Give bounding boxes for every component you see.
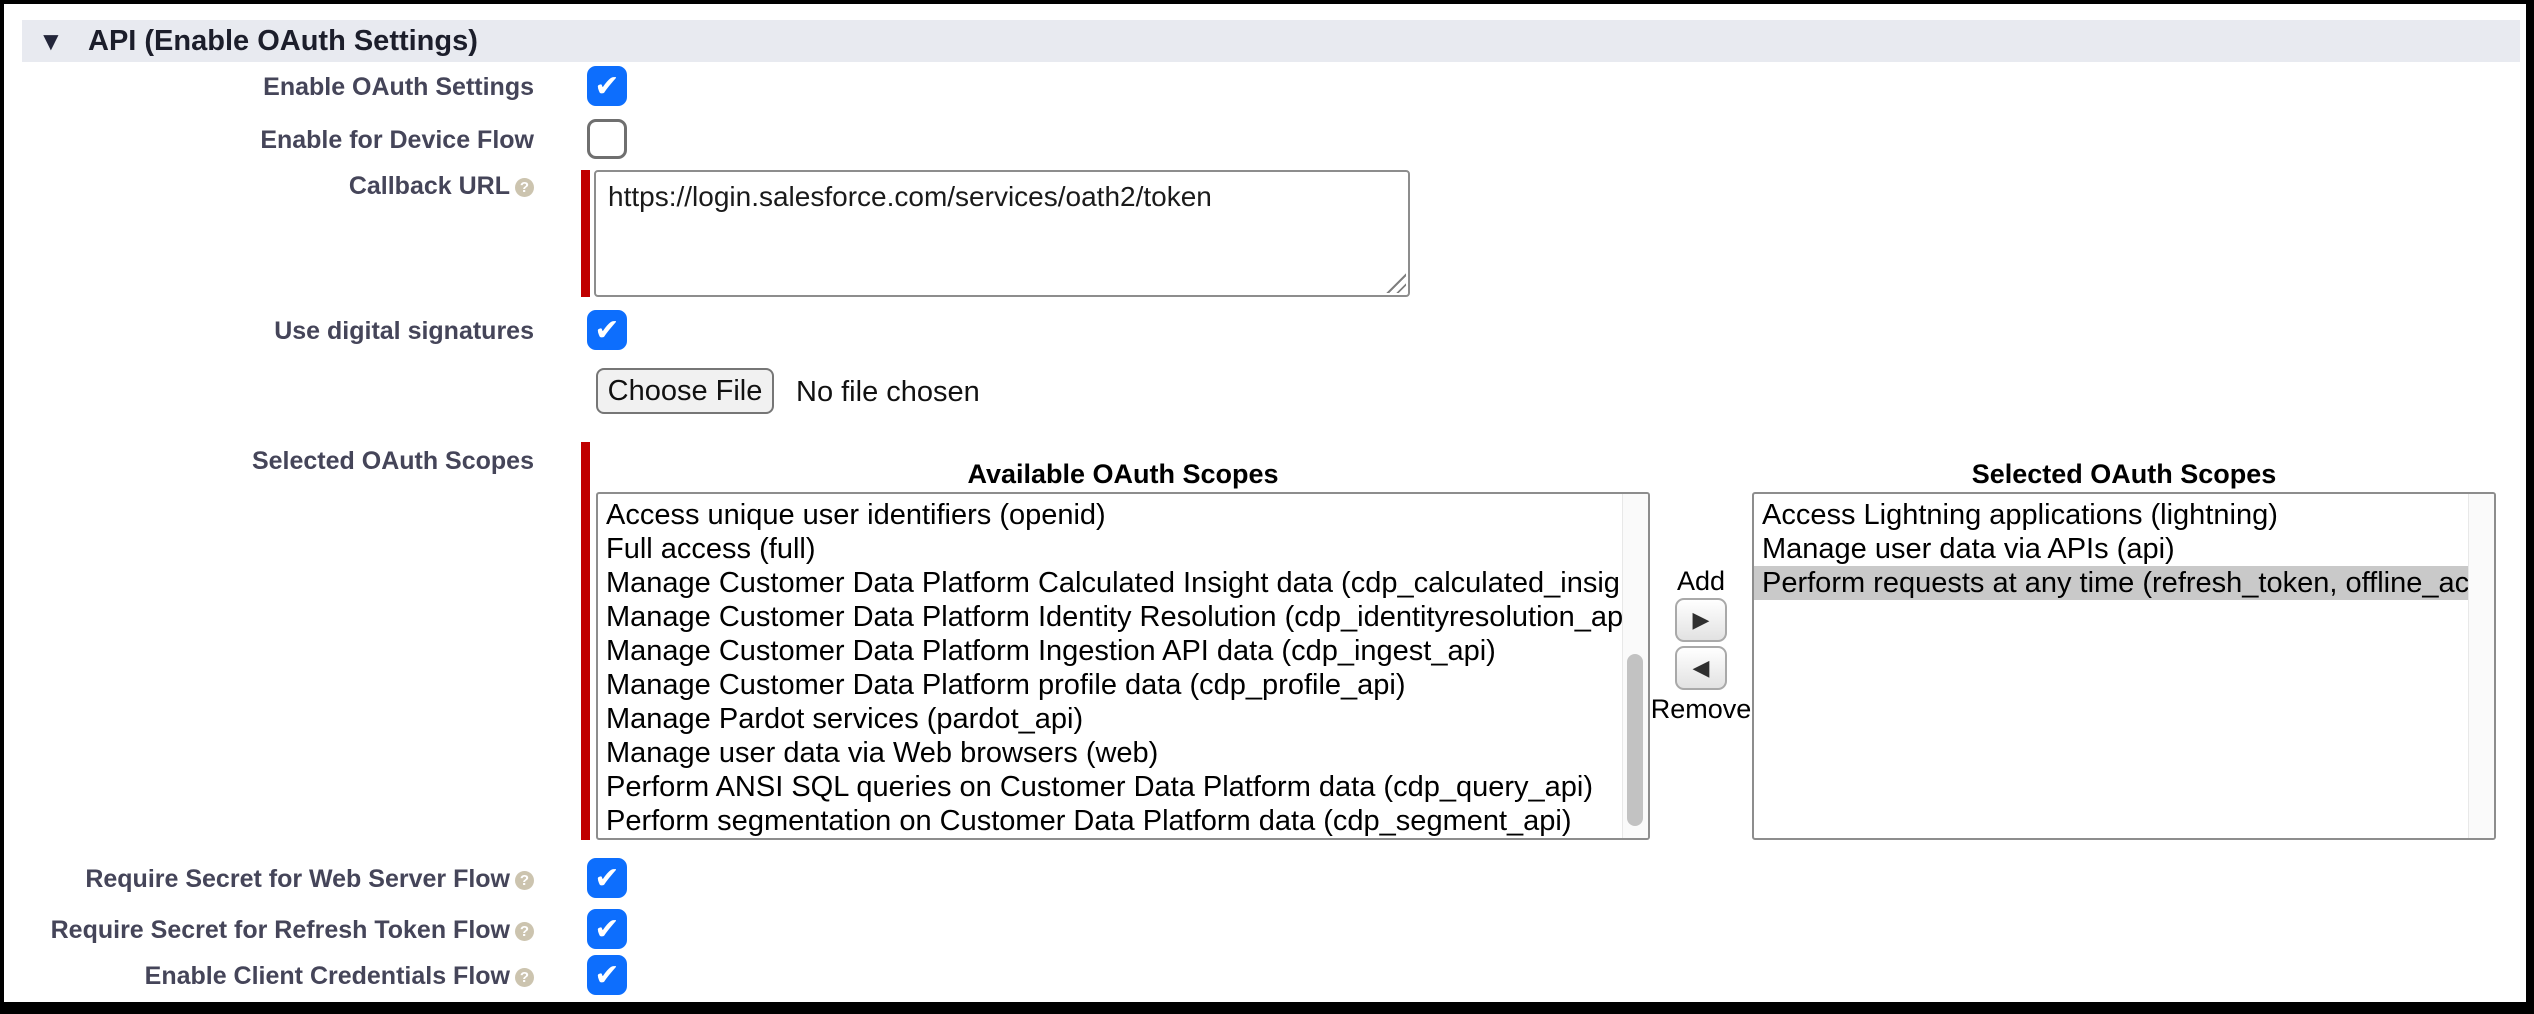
require-secret-refresh-token-label: Require Secret for Refresh Token Flow xyxy=(4,915,534,945)
right-arrow-icon: ▶ xyxy=(1692,607,1710,632)
checkmark-icon: ✔ xyxy=(594,959,620,992)
digital-signatures-checkbox[interactable]: ✔ xyxy=(587,310,627,350)
required-field-bar xyxy=(581,442,590,840)
callback-url-label: Callback URL xyxy=(4,171,534,201)
choose-file-button[interactable]: Choose File xyxy=(596,368,774,414)
callback-url-input[interactable]: https://login.salesforce.com/services/oa… xyxy=(594,170,1410,297)
remove-label: Remove xyxy=(1650,694,1752,724)
list-item[interactable]: Manage Customer Data Platform Identity R… xyxy=(606,601,1622,633)
list-item[interactable]: Manage Pardot services (pardot_api) xyxy=(606,703,1084,735)
scrollbar-track[interactable] xyxy=(1622,494,1648,838)
list-item[interactable]: Access unique user identifiers (openid) xyxy=(606,499,1106,531)
remove-button[interactable]: ◀ xyxy=(1675,646,1727,690)
add-button[interactable]: ▶ xyxy=(1675,598,1727,642)
section-title: API (Enable OAuth Settings) xyxy=(88,25,478,57)
list-item[interactable]: Full access (full) xyxy=(606,533,816,565)
selected-scopes-list[interactable]: Access Lightning applications (lightning… xyxy=(1752,492,2496,840)
list-item[interactable]: Perform ANSI SQL queries on Customer Dat… xyxy=(606,771,1593,803)
collapse-triangle-icon[interactable]: ▼ xyxy=(38,26,64,56)
checkmark-icon: ✔ xyxy=(594,913,620,946)
checkmark-icon: ✔ xyxy=(594,70,620,103)
selected-scopes-header: Selected OAuth Scopes xyxy=(1971,459,2277,489)
enable-client-credentials-label-text: Enable Client Credentials Flow xyxy=(144,962,510,990)
available-scopes-header: Available OAuth Scopes xyxy=(967,459,1279,489)
device-flow-label: Enable for Device Flow xyxy=(260,126,534,154)
scrollbar-track[interactable] xyxy=(2468,494,2494,838)
add-label: Add xyxy=(1676,566,1726,596)
enable-client-credentials-checkbox[interactable]: ✔ xyxy=(587,955,627,995)
device-flow-checkbox[interactable]: ✔ xyxy=(587,119,627,159)
list-item[interactable]: Manage Customer Data Platform Ingestion … xyxy=(606,635,1496,667)
file-chosen-status: No file chosen xyxy=(796,376,980,408)
help-icon[interactable] xyxy=(515,968,534,987)
callback-url-label-text: Callback URL xyxy=(348,172,510,200)
checkmark-icon: ✔ xyxy=(594,314,620,347)
digital-signatures-label: Use digital signatures xyxy=(274,317,534,345)
list-item[interactable]: Manage user data via APIs (api) xyxy=(1762,533,2175,565)
scrollbar-thumb[interactable] xyxy=(1627,654,1643,826)
list-item[interactable]: Perform segmentation on Customer Data Pl… xyxy=(606,805,1572,837)
checkmark-icon: ✔ xyxy=(594,862,620,895)
require-secret-web-server-checkbox[interactable]: ✔ xyxy=(587,858,627,898)
list-item[interactable]: Manage Customer Data Platform Calculated… xyxy=(606,567,1622,599)
list-item[interactable]: Perform requests at any time (refresh_to… xyxy=(1754,566,2468,600)
help-icon[interactable] xyxy=(515,871,534,890)
list-item[interactable]: Manage user data via Web browsers (web) xyxy=(606,737,1159,769)
list-item[interactable]: Manage Customer Data Platform profile da… xyxy=(606,669,1406,701)
left-arrow-icon: ◀ xyxy=(1692,655,1710,680)
required-field-bar xyxy=(581,170,590,297)
enable-oauth-checkbox[interactable]: ✔ xyxy=(587,66,627,106)
require-secret-web-server-label-text: Require Secret for Web Server Flow xyxy=(85,865,510,893)
require-secret-web-server-label: Require Secret for Web Server Flow xyxy=(4,864,534,894)
help-icon[interactable] xyxy=(515,178,534,197)
require-secret-refresh-token-checkbox[interactable]: ✔ xyxy=(587,909,627,949)
selected-oauth-scopes-field-label: Selected OAuth Scopes xyxy=(251,447,534,475)
enable-client-credentials-label: Enable Client Credentials Flow xyxy=(4,961,534,991)
enable-oauth-label: Enable OAuth Settings xyxy=(263,73,534,101)
help-icon[interactable] xyxy=(515,922,534,941)
section-header-bar[interactable]: ▼ API (Enable OAuth Settings) xyxy=(22,20,2520,62)
list-item[interactable]: Access Lightning applications (lightning… xyxy=(1762,499,2278,531)
available-scopes-list[interactable]: Access unique user identifiers (openid)F… xyxy=(596,492,1650,840)
require-secret-refresh-token-label-text: Require Secret for Refresh Token Flow xyxy=(50,916,510,944)
